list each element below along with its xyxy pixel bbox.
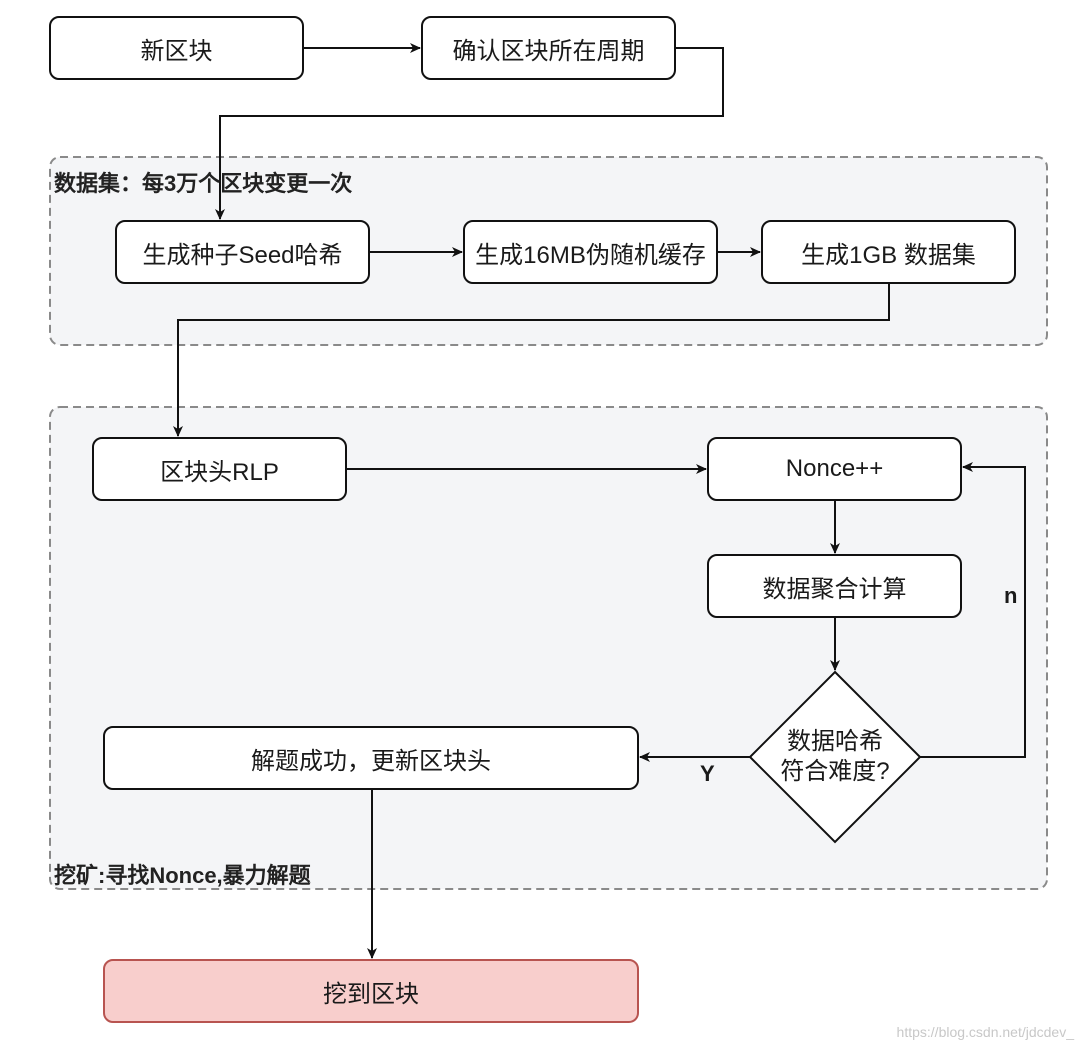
- new-block-node: 新区块: [140, 37, 213, 65]
- edge-no-label: n: [1004, 583, 1018, 608]
- decision-label-line1: 数据哈希: [787, 728, 883, 755]
- nonce-increment-node: Nonce++: [785, 455, 884, 482]
- mined-block-box: [103, 959, 639, 1023]
- cache-16mb-node: 生成16MB伪随机缓存: [475, 241, 706, 269]
- mined-block-node: 挖到区块: [323, 980, 419, 1008]
- confirm-epoch-node: 确认区块所在周期: [452, 37, 645, 65]
- seed-hash-node: 生成种子Seed哈希: [142, 241, 343, 269]
- header-rlp-node: 区块头RLP: [160, 458, 279, 486]
- mining-group-title: 挖矿:寻找Nonce,暴力解题: [54, 863, 311, 888]
- dataset-1gb-node: 生成1GB 数据集: [801, 241, 976, 269]
- edge-confirm-to-seed: [215, 47, 724, 220]
- dataset-group-title: 数据集：每3万个区块变更一次: [54, 171, 353, 196]
- edge-decision-no: [920, 462, 1026, 758]
- edge-yes-label: Y: [700, 761, 715, 786]
- aggregate-node: 数据聚合计算: [762, 575, 907, 603]
- edge-dataset-to-header: [173, 283, 890, 437]
- solved-node: 解题成功，更新区块头: [251, 747, 491, 775]
- watermark-text: https://blog.csdn.net/jdcdev_: [896, 1024, 1074, 1040]
- decision-label: 数据哈希 符合难度?: [760, 727, 910, 787]
- decision-label-line2: 符合难度?: [780, 758, 890, 785]
- difficulty-decision-diamond: [748, 670, 922, 844]
